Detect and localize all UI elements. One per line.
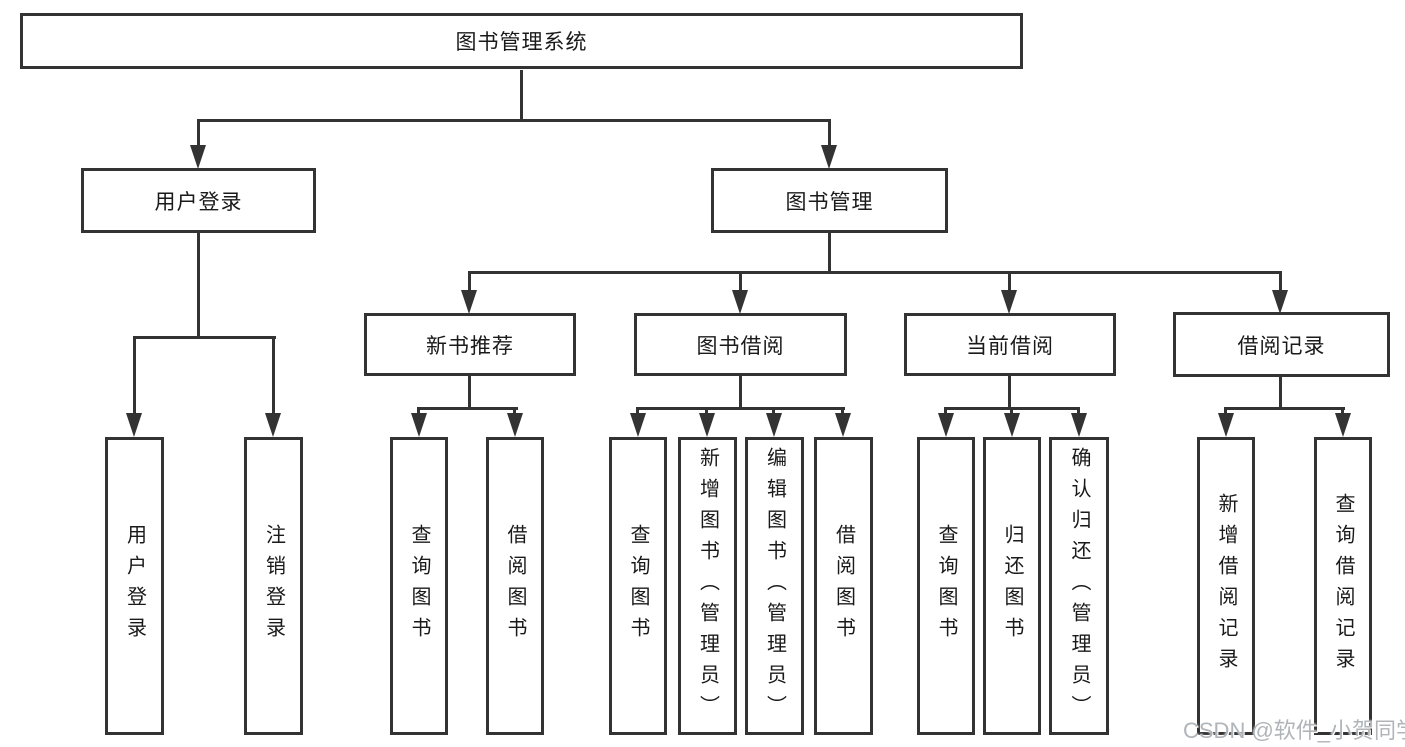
connector-line bbox=[468, 376, 471, 408]
leaf-user-login: 用户登录 bbox=[105, 437, 164, 735]
leaf-logout: 注销登录 bbox=[244, 437, 303, 735]
node-current-borrow: 当前借阅 bbox=[904, 313, 1116, 376]
connector-line bbox=[944, 407, 947, 416]
leaf-borrow-query-books: 查询图书 bbox=[609, 437, 667, 735]
arrow-down-icon bbox=[938, 413, 954, 437]
connector-line bbox=[468, 271, 471, 292]
node-borrow-records: 借阅记录 bbox=[1173, 312, 1390, 377]
connector-line bbox=[197, 119, 831, 122]
connector-line bbox=[513, 407, 516, 416]
arrow-down-icon bbox=[821, 145, 837, 169]
connector-line bbox=[133, 336, 276, 339]
connector-line bbox=[417, 407, 518, 410]
connector-line bbox=[272, 336, 275, 416]
connector-line bbox=[1224, 407, 1345, 410]
connector-line bbox=[133, 336, 136, 416]
arrow-down-icon bbox=[835, 413, 851, 437]
node-book-management: 图书管理 bbox=[711, 168, 948, 233]
connector-line bbox=[197, 233, 200, 337]
leaf-recommend-borrow-books: 借阅图书 bbox=[486, 437, 544, 735]
connector-line bbox=[739, 271, 742, 292]
connector-line bbox=[1008, 271, 1011, 292]
connector-line bbox=[1279, 377, 1282, 408]
arrow-down-icon bbox=[1272, 290, 1288, 314]
connector-line bbox=[828, 233, 831, 273]
connector-line bbox=[417, 407, 420, 416]
connector-line bbox=[468, 271, 1282, 274]
arrow-down-icon bbox=[411, 413, 427, 437]
leaf-records-query-record: 查询借阅记录 bbox=[1314, 437, 1372, 735]
arrow-down-icon bbox=[461, 290, 477, 314]
arrow-down-icon bbox=[126, 413, 142, 437]
connector-line bbox=[1224, 407, 1227, 416]
arrow-down-icon bbox=[190, 145, 206, 169]
arrow-down-icon bbox=[1335, 413, 1351, 437]
connector-line bbox=[772, 407, 775, 416]
arrow-down-icon bbox=[732, 290, 748, 314]
connector-line bbox=[1077, 407, 1080, 416]
connector-line bbox=[739, 376, 742, 408]
leaf-borrow-edit-books-admin: 编辑图书（管理员） bbox=[745, 437, 804, 735]
connector-line bbox=[841, 407, 844, 416]
node-new-book-recommend: 新书推荐 bbox=[364, 313, 576, 376]
leaf-current-query-books: 查询图书 bbox=[917, 437, 975, 735]
arrow-down-icon bbox=[699, 413, 715, 437]
leaf-borrow-borrow-books: 借阅图书 bbox=[814, 437, 873, 735]
connector-line bbox=[1008, 376, 1011, 408]
leaf-current-confirm-return-admin: 确认归还（管理员） bbox=[1049, 437, 1109, 735]
connector-line bbox=[1010, 407, 1013, 416]
arrow-down-icon bbox=[766, 413, 782, 437]
arrow-down-icon bbox=[1004, 413, 1020, 437]
connector-line bbox=[1341, 407, 1344, 416]
connector-line bbox=[1279, 271, 1282, 292]
arrow-down-icon bbox=[630, 413, 646, 437]
connector-line bbox=[636, 407, 845, 410]
connector-line bbox=[197, 119, 200, 147]
leaf-recommend-query-books: 查询图书 bbox=[390, 437, 448, 735]
arrow-down-icon bbox=[1218, 413, 1234, 437]
node-book-borrow: 图书借阅 bbox=[634, 313, 847, 376]
node-user-login: 用户登录 bbox=[81, 168, 316, 233]
connector-line bbox=[520, 70, 523, 120]
connector-line bbox=[828, 119, 831, 147]
leaf-records-add-record: 新增借阅记录 bbox=[1197, 437, 1255, 735]
arrow-down-icon bbox=[507, 413, 523, 437]
leaf-current-return-books: 归还图书 bbox=[983, 437, 1041, 735]
node-root: 图书管理系统 bbox=[20, 13, 1023, 69]
watermark: CSDN @软件_小贺同学 bbox=[1183, 718, 1405, 743]
connector-line bbox=[636, 407, 639, 416]
leaf-borrow-add-books-admin: 新增图书（管理员） bbox=[678, 437, 737, 735]
arrow-down-icon bbox=[265, 413, 281, 437]
connector-line bbox=[705, 407, 708, 416]
arrow-down-icon bbox=[1001, 290, 1017, 314]
arrow-down-icon bbox=[1071, 413, 1087, 437]
